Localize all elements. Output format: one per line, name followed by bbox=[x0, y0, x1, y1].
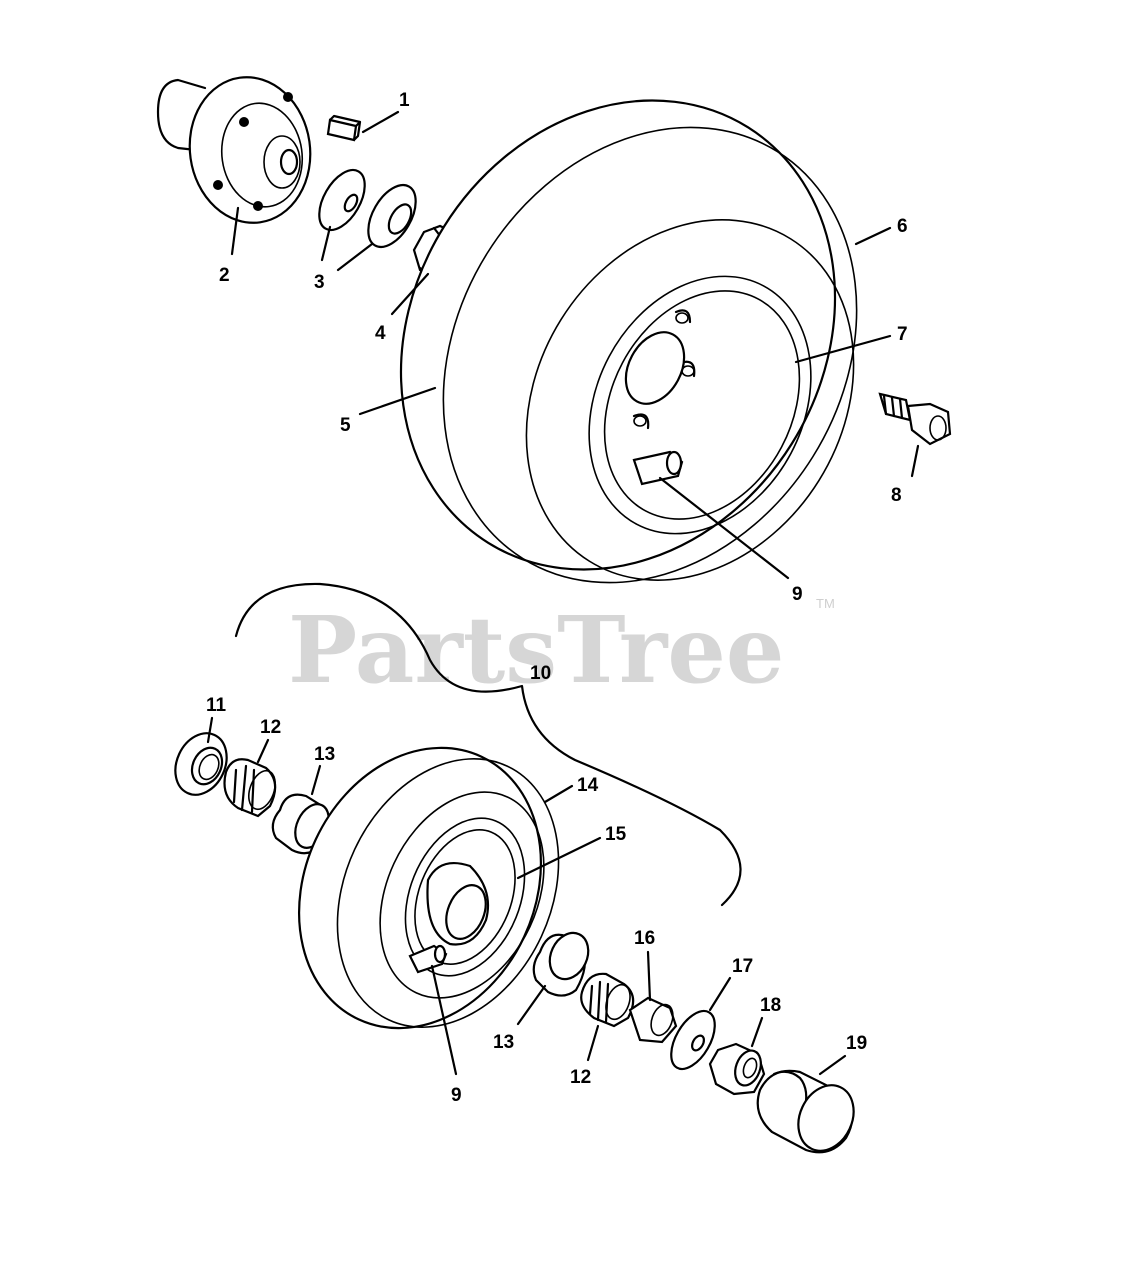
callout-17: 17 bbox=[732, 956, 753, 977]
bearing-bottom-part bbox=[580, 972, 635, 1028]
watermark-trademark: TM bbox=[816, 596, 835, 611]
nut-18-part bbox=[708, 1042, 766, 1096]
callout-5: 5 bbox=[340, 415, 351, 436]
callout-15: 15 bbox=[605, 824, 627, 845]
callout-7: 7 bbox=[897, 324, 908, 345]
key-part bbox=[326, 114, 362, 142]
seal-part bbox=[174, 732, 228, 796]
callout-11: 11 bbox=[206, 695, 227, 716]
callout-4: 4 bbox=[375, 323, 386, 344]
callout-18: 18 bbox=[760, 995, 781, 1016]
callout-9-top: 9 bbox=[792, 584, 803, 605]
callout-16: 16 bbox=[634, 928, 655, 949]
large-wheel-part bbox=[399, 99, 858, 584]
callout-13-top: 13 bbox=[314, 744, 335, 765]
callout-10-bracket bbox=[234, 582, 742, 907]
bearing-top-part bbox=[223, 758, 277, 818]
cap-part bbox=[756, 1069, 855, 1154]
hub-part bbox=[156, 76, 312, 224]
leader-lines bbox=[206, 110, 920, 1076]
callout-6: 6 bbox=[897, 216, 908, 237]
callout-9-bottom: 9 bbox=[451, 1085, 462, 1106]
callout-10: 10 bbox=[530, 663, 551, 684]
grease-fitting-part bbox=[878, 392, 952, 446]
callout-labels: 1 2 3 4 5 6 7 8 9 10 11 12 13 14 15 16 1… bbox=[206, 90, 908, 1106]
callout-12-top: 12 bbox=[260, 717, 281, 738]
washer-17-part bbox=[670, 1009, 716, 1071]
washers-part bbox=[318, 168, 417, 249]
callout-14: 14 bbox=[577, 775, 599, 796]
callout-19: 19 bbox=[846, 1033, 867, 1054]
cup-bottom-part bbox=[532, 931, 590, 997]
callout-2: 2 bbox=[219, 265, 230, 286]
callout-8: 8 bbox=[891, 485, 902, 506]
callout-12-bottom: 12 bbox=[570, 1067, 591, 1088]
spacer-part bbox=[628, 996, 678, 1044]
callout-3: 3 bbox=[314, 272, 325, 293]
watermark-text: PartsTree bbox=[288, 596, 784, 704]
callout-1: 1 bbox=[399, 90, 410, 111]
callout-13-bottom: 13 bbox=[493, 1032, 514, 1053]
small-wheel-part bbox=[297, 746, 560, 1030]
